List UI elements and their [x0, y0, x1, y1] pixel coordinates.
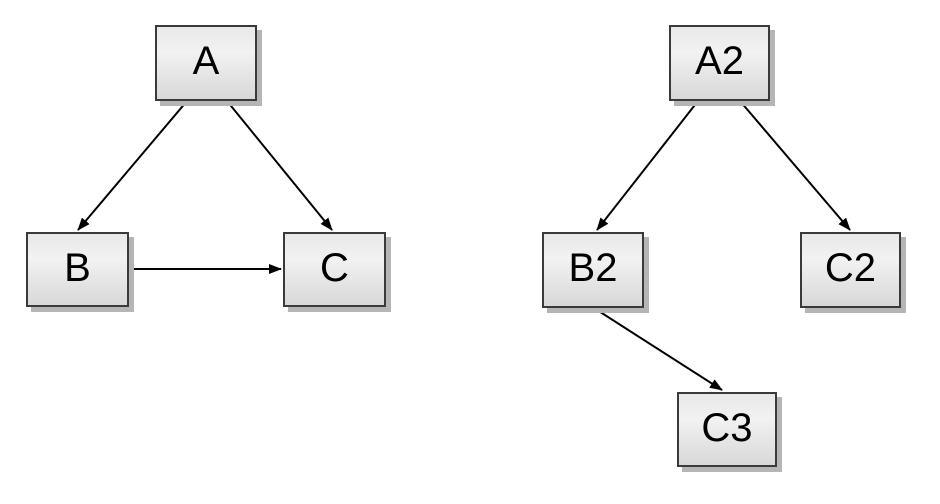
node-B2[interactable]: B2	[542, 232, 644, 308]
node-C2[interactable]: C2	[800, 232, 901, 308]
node-C[interactable]: C	[283, 232, 386, 307]
node-label: A2	[695, 39, 744, 83]
node-label: C	[320, 245, 349, 290]
node-label: C3	[701, 405, 753, 450]
node-label: B2	[568, 246, 618, 290]
node-A2[interactable]: A2	[669, 25, 770, 101]
node-C3[interactable]: C3	[677, 392, 777, 467]
node-label: B	[64, 245, 91, 290]
node-A[interactable]: A	[155, 25, 257, 101]
node-label: C2	[824, 246, 877, 290]
node-B[interactable]: B	[26, 232, 129, 307]
node-label: A	[192, 39, 220, 83]
